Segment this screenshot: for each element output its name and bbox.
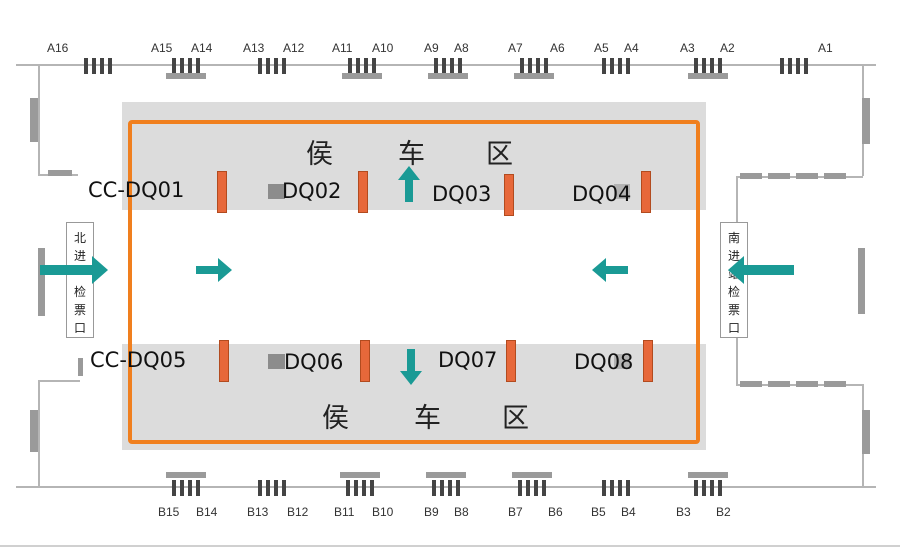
gate-label-a16: A16 [47, 41, 69, 55]
gate-label-a7: A7 [508, 41, 523, 55]
right-bot-dash-2 [768, 381, 790, 387]
right-side-bar-3 [862, 410, 870, 454]
left-side-bar-3 [30, 410, 38, 452]
right-top-dash-1 [740, 173, 762, 179]
north-entry-arrow-icon [40, 256, 108, 284]
checkpoint-gate-dq08 [643, 340, 653, 382]
right-side-bar-2 [858, 248, 865, 314]
left-top-bar [48, 170, 72, 176]
gate-label-a13: A13 [243, 41, 265, 55]
right-bot-dash-4 [824, 381, 846, 387]
checkpoint-label-dq04: DQ04 [572, 182, 632, 206]
arrow-right-icon [196, 258, 232, 282]
left-boundary-connector-2 [38, 380, 80, 382]
gate-label-a8: A8 [454, 41, 469, 55]
dq04-marker [614, 184, 630, 199]
checkpoint-gate-dq07 [506, 340, 516, 382]
gate-label-b2: B2 [716, 505, 731, 519]
left-side-bar-1 [30, 98, 38, 142]
checkpoint-gate-dq04 [641, 171, 651, 213]
waiting-area-top-char-1: 侯 [306, 139, 334, 170]
gate-label-a3: A3 [680, 41, 695, 55]
checkpoint-gate-dq03 [504, 174, 514, 216]
checkpoint-label-dq08: DQ08 [574, 350, 634, 374]
arrow-left-icon [592, 258, 628, 282]
arrow-up-icon [398, 166, 420, 202]
bottom-boundary-line [16, 486, 876, 488]
left-side-bar-2 [38, 248, 45, 316]
gate-label-a10: A10 [372, 41, 394, 55]
left-boundary-upper [38, 64, 40, 174]
gate-label-a9: A9 [424, 41, 439, 55]
gate-label-a5: A5 [594, 41, 609, 55]
left-bottom-bar [78, 358, 83, 376]
left-boundary-lower [38, 380, 40, 488]
dq08-marker [614, 354, 630, 369]
gate-label-b4: B4 [621, 505, 636, 519]
checkpoint-label-dq02: DQ02 [282, 179, 342, 203]
gate-label-b11: B11 [334, 505, 355, 519]
gate-label-a2: A2 [720, 41, 735, 55]
page-footer-line [0, 545, 900, 547]
checkpoint-label-dq03: DQ03 [432, 182, 492, 206]
gate-label-a4: A4 [624, 41, 639, 55]
top-boundary-line [16, 64, 876, 66]
gate-label-b6: B6 [548, 505, 563, 519]
arrow-down-icon [400, 349, 422, 385]
checkpoint-label-cc-dq01: CC-DQ01 [88, 178, 185, 202]
checkpoint-label-cc-dq05: CC-DQ05 [90, 348, 187, 372]
gate-label-b14: B14 [196, 505, 218, 519]
gate-label-b8: B8 [454, 505, 469, 519]
right-top-dash-2 [768, 173, 790, 179]
right-bot-dash-1 [740, 381, 762, 387]
dq06-marker [268, 354, 285, 369]
waiting-area-top-char-3: 区 [486, 139, 514, 170]
checkpoint-label-dq06: DQ06 [284, 350, 344, 374]
checkpoint-gate-cc-dq05 [219, 340, 229, 382]
gate-label-a11: A11 [332, 41, 353, 55]
gate-label-b7: B7 [508, 505, 523, 519]
waiting-area-bottom-char-2: 车 [414, 403, 442, 434]
gate-label-b13: B13 [247, 505, 269, 519]
gate-label-b3: B3 [676, 505, 691, 519]
gate-label-b9: B9 [424, 505, 439, 519]
right-top-dash-3 [796, 173, 818, 179]
gate-label-b10: B10 [372, 505, 394, 519]
right-bot-dash-3 [796, 381, 818, 387]
gate-label-a1: A1 [818, 41, 833, 55]
gate-label-b15: B15 [158, 505, 180, 519]
gate-label-b5: B5 [591, 505, 606, 519]
south-entry-arrow-icon [728, 256, 794, 284]
right-top-dash-4 [824, 173, 846, 179]
waiting-area-bottom-char-3: 区 [502, 403, 530, 434]
gate-label-a12: A12 [283, 41, 305, 55]
checkpoint-gate-dq06 [360, 340, 370, 382]
right-side-bar-1 [862, 98, 870, 144]
gate-label-a15: A15 [151, 41, 173, 55]
gate-label-a6: A6 [550, 41, 565, 55]
waiting-hall-frame [128, 120, 700, 444]
waiting-area-bottom-char-1: 侯 [322, 403, 350, 434]
checkpoint-gate-cc-dq01 [217, 171, 227, 213]
checkpoint-gate-dq02 [358, 171, 368, 213]
checkpoint-label-dq07: DQ07 [438, 348, 498, 372]
gate-label-a14: A14 [191, 41, 213, 55]
waiting-area-top-char-2: 车 [398, 139, 426, 170]
dq02-marker [268, 184, 285, 199]
gate-label-b12: B12 [287, 505, 309, 519]
